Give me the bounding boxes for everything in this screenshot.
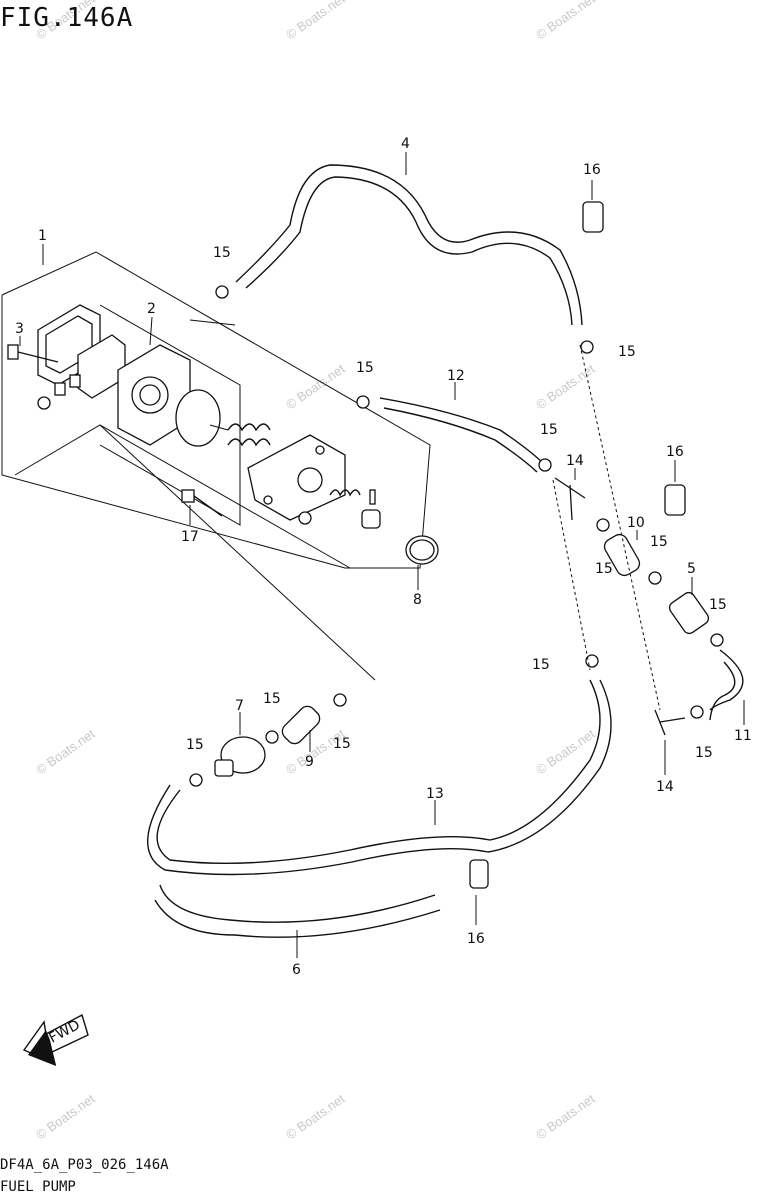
watermark: © Boats.net (33, 726, 98, 778)
callout-12: 12 (447, 368, 465, 384)
watermark: © Boats.net (533, 0, 598, 42)
hose-9 (281, 705, 321, 745)
clip-16-lower (469, 859, 489, 889)
callout-15: 15 (532, 657, 550, 673)
fuel-filter-7 (214, 736, 266, 777)
bolt-17 (181, 489, 223, 517)
callout-15: 15 (356, 360, 374, 376)
callout-15: 15 (540, 422, 558, 438)
callout-6: 6 (292, 962, 301, 978)
watermark: © Boats.net (283, 1091, 348, 1143)
watermark: © Boats.net (533, 361, 598, 413)
callout-5: 5 (687, 561, 696, 577)
diagram-caption: FUEL PUMP (0, 1179, 76, 1195)
watermark: © Boats.net (283, 361, 348, 413)
callout-labels: 1 2 3 4 5 6 7 8 9 10 11 12 13 14 14 15 1… (15, 136, 752, 978)
o-ring-8 (405, 535, 439, 565)
fuel-filter-5 (668, 591, 710, 635)
callout-13: 13 (426, 786, 444, 802)
hose-4 (235, 164, 583, 326)
leaders (19, 152, 745, 958)
callout-9: 9 (305, 754, 314, 770)
callout-15: 15 (333, 736, 351, 752)
watermark: © Boats.net (533, 1091, 598, 1143)
callout-2: 2 (147, 301, 156, 317)
hose-11 (709, 649, 744, 721)
callout-14: 14 (566, 453, 584, 469)
callout-10: 10 (627, 515, 645, 531)
pump-check-valve-spring (329, 489, 381, 529)
link-lines (552, 344, 661, 711)
watermark: © Boats.net (33, 1091, 98, 1143)
clamps-15 (189, 285, 724, 787)
clip-16-upper (582, 201, 604, 233)
callout-3: 3 (15, 321, 24, 337)
callout-15: 15 (650, 534, 668, 550)
callout-16: 16 (467, 931, 485, 947)
joint-14-lower (654, 709, 686, 736)
callout-11: 11 (734, 728, 752, 744)
callout-14: 14 (656, 779, 674, 795)
hose-12 (379, 397, 546, 473)
figure-title: FIG.146A (0, 3, 133, 33)
hose-10 (603, 533, 641, 577)
callout-16: 16 (583, 162, 601, 178)
callout-15: 15 (263, 691, 281, 707)
pump-body (117, 344, 191, 446)
callout-8: 8 (413, 592, 422, 608)
pump-spring-large (227, 423, 271, 447)
watermark: © Boats.net (533, 726, 598, 778)
callout-15: 15 (709, 597, 727, 613)
pump-diaphragm (175, 389, 229, 447)
callout-15: 15 (695, 745, 713, 761)
pump-small-parts (37, 374, 312, 525)
callout-15: 15 (595, 561, 613, 577)
fwd-arrow-icon: FWD (22, 1013, 89, 1066)
callout-15: 15 (186, 737, 204, 753)
callout-15: 15 (618, 344, 636, 360)
hose-13 (146, 679, 612, 876)
callout-16: 16 (666, 444, 684, 460)
hose-6 (154, 884, 441, 938)
callout-15: 15 (213, 245, 231, 261)
drawing-code: DF4A_6A_P03_026_146A (0, 1157, 169, 1173)
callout-7: 7 (235, 698, 244, 714)
callout-1: 1 (38, 228, 47, 244)
pump-assembly-box (1, 251, 431, 681)
screw-3 (7, 344, 59, 363)
joint-14-upper (554, 477, 586, 521)
watermark: © Boats.net (283, 0, 348, 42)
callout-17: 17 (181, 529, 199, 545)
clip-16-right (664, 484, 686, 516)
callout-4: 4 (401, 136, 410, 152)
pump-housing (247, 434, 346, 521)
